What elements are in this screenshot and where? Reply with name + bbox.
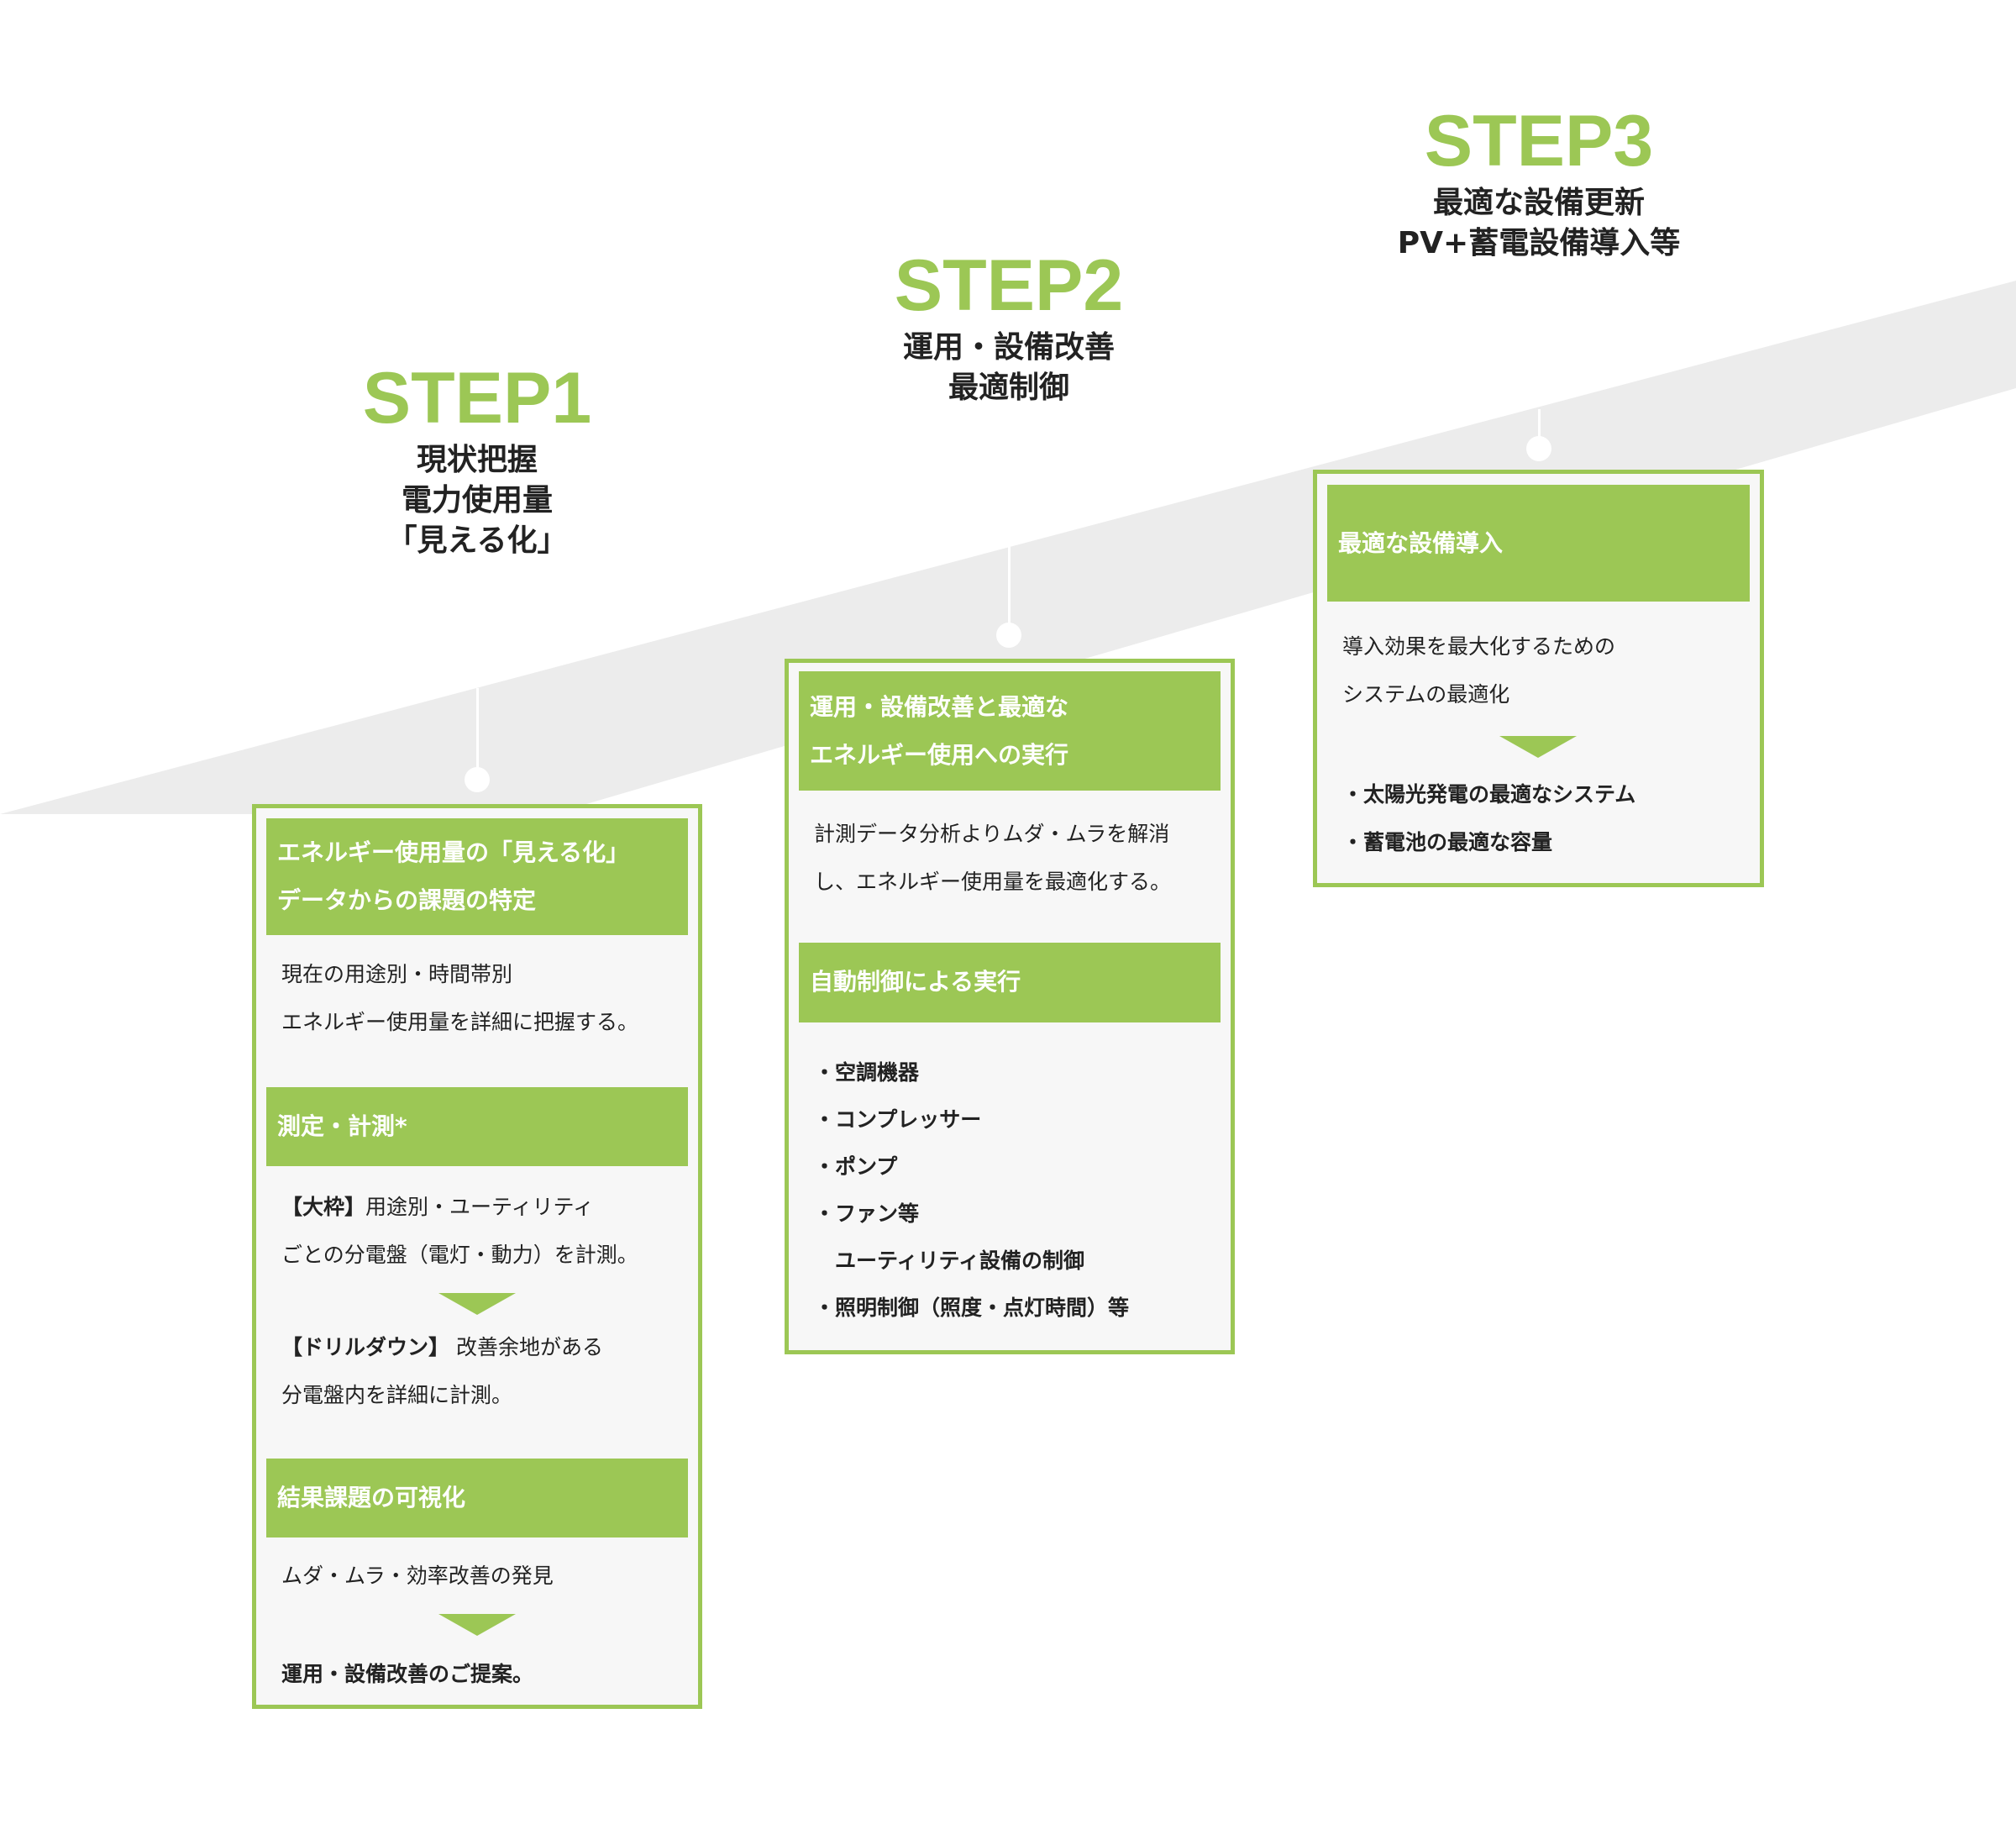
- text-line: 導入効果を最大化するための: [1342, 634, 1616, 659]
- header-line: 最適な設備導入: [1338, 529, 1504, 557]
- step2-title: STEP2 運用・設備改善 最適制御: [757, 244, 1261, 408]
- step1-result-header: 結果課題の可視化: [266, 1459, 688, 1538]
- step3-section-header: 最適な設備導入: [1327, 485, 1750, 602]
- down-arrow-icon: [1499, 736, 1577, 758]
- step3-label: STEP3: [1424, 101, 1654, 181]
- step3-subtitle: 最適な設備更新: [1432, 186, 1645, 220]
- list-item: ・ファン等: [814, 1201, 920, 1226]
- step1-result-text: ムダ・ムラ・効率改善の発見: [281, 1552, 681, 1600]
- header-line: 測定・計測*: [277, 1112, 407, 1140]
- step2-control-list: ・空調機器 ・コンプレッサー ・ポンプ ・ファン等 ユーティリティ設備の制御 ・…: [814, 1049, 1214, 1332]
- step1-subtitle: 「見える化」: [386, 523, 568, 558]
- down-arrow-icon: [438, 1293, 516, 1315]
- list-item: ・コンプレッサー: [814, 1107, 982, 1132]
- list-item: ・空調機器: [814, 1060, 920, 1085]
- text-line: ムダ・ムラ・効率改善の発見: [281, 1564, 554, 1588]
- text-line: システムの最適化: [1342, 682, 1510, 707]
- step3-list: ・太陽光発電の最適なシステム ・蓄電池の最適な容量: [1342, 770, 1743, 866]
- step2-subtitle: 運用・設備改善: [902, 330, 1115, 365]
- text-line: 分電盤内を詳細に計測。: [281, 1383, 513, 1407]
- text-line: エネルギー使用量を詳細に把握する。: [281, 1010, 639, 1034]
- step1-section-header: エネルギー使用量の「見える化」 データからの課題の特定: [266, 818, 688, 935]
- step2-card: 運用・設備改善と最適な エネルギー使用への実行 計測データ分析よりムダ・ムラを解…: [785, 659, 1235, 1354]
- text-line: ごとの分電盤（電灯・動力）を計測。: [281, 1243, 638, 1267]
- text-line: し、エネルギー使用量を最適化する。: [814, 870, 1172, 894]
- text-line: 現在の用途別・時間帯別: [281, 962, 513, 986]
- step3-description: 導入効果を最大化するための システムの最適化: [1342, 623, 1743, 718]
- list-item: ・照明制御（照度・点灯時間）等: [814, 1296, 1130, 1320]
- header-line: データからの課題の特定: [277, 886, 537, 914]
- header-line: エネルギー使用量の「見える化」: [277, 838, 630, 866]
- list-item: ・ポンプ: [814, 1154, 898, 1179]
- text-line: 運用・設備改善のご提案。: [281, 1662, 534, 1686]
- step3-card: 最適な設備導入 導入効果を最大化するための システムの最適化 ・太陽光発電の最適…: [1313, 470, 1764, 887]
- header-line: エネルギー使用への実行: [810, 741, 1069, 769]
- header-line: 運用・設備改善と最適な: [810, 693, 1069, 721]
- bold-label: 【ドリルダウン】: [281, 1335, 450, 1359]
- text: 用途別・ユーティリティ: [365, 1195, 595, 1219]
- step1-measure-text: 【大枠】用途別・ユーティリティ ごとの分電盤（電灯・動力）を計測。: [281, 1183, 681, 1279]
- list-item: ユーティリティ設備の制御: [814, 1248, 1085, 1273]
- list-item: ・太陽光発電の最適なシステム: [1342, 782, 1636, 807]
- header-line: 結果課題の可視化: [277, 1484, 466, 1511]
- step1-card: エネルギー使用量の「見える化」 データからの課題の特定 現在の用途別・時間帯別 …: [252, 804, 702, 1709]
- header-line: 自動制御による実行: [810, 968, 1021, 996]
- step1-drilldown-text: 【ドリルダウン】 改善余地がある 分電盤内を詳細に計測。: [281, 1323, 681, 1419]
- bold-label: 【大枠】: [281, 1195, 366, 1219]
- step1-proposal: 運用・設備改善のご提案。: [281, 1650, 681, 1698]
- step3-subtitle: PV+蓄電設備導入等: [1397, 226, 1681, 260]
- step2-label: STEP2: [894, 245, 1124, 326]
- step1-connector-dot: [465, 767, 490, 792]
- step1-description: 現在の用途別・時間帯別 エネルギー使用量を詳細に把握する。: [281, 950, 681, 1046]
- list-item: ・蓄電池の最適な容量: [1342, 830, 1553, 854]
- step1-measure-header: 測定・計測*: [266, 1087, 688, 1166]
- text: 改善余地がある: [449, 1335, 603, 1359]
- down-arrow-icon: [438, 1614, 516, 1636]
- step2-connector-line: [1008, 546, 1011, 630]
- step2-description: 計測データ分析よりムダ・ムラを解消 し、エネルギー使用量を最適化する。: [814, 810, 1214, 906]
- step1-subtitle: 電力使用量: [401, 483, 553, 518]
- step2-section-header: 運用・設備改善と最適な エネルギー使用への実行: [799, 671, 1221, 791]
- step1-connector-line: [476, 688, 479, 772]
- step2-subtitle: 最適制御: [948, 371, 1069, 405]
- step1-subtitle: 現状把握: [416, 443, 538, 477]
- step2-connector-dot: [996, 623, 1021, 648]
- step3-connector-line: [1538, 409, 1541, 443]
- step1-label: STEP1: [362, 358, 592, 439]
- step2-auto-control-header: 自動制御による実行: [799, 943, 1221, 1022]
- text-line: 計測データ分析よりムダ・ムラを解消: [814, 822, 1170, 846]
- step3-connector-dot: [1526, 436, 1551, 461]
- step3-title: STEP3 最適な設備更新 PV+蓄電設備導入等: [1287, 99, 1791, 264]
- step1-title: STEP1 現状把握 電力使用量 「見える化」: [225, 356, 729, 561]
